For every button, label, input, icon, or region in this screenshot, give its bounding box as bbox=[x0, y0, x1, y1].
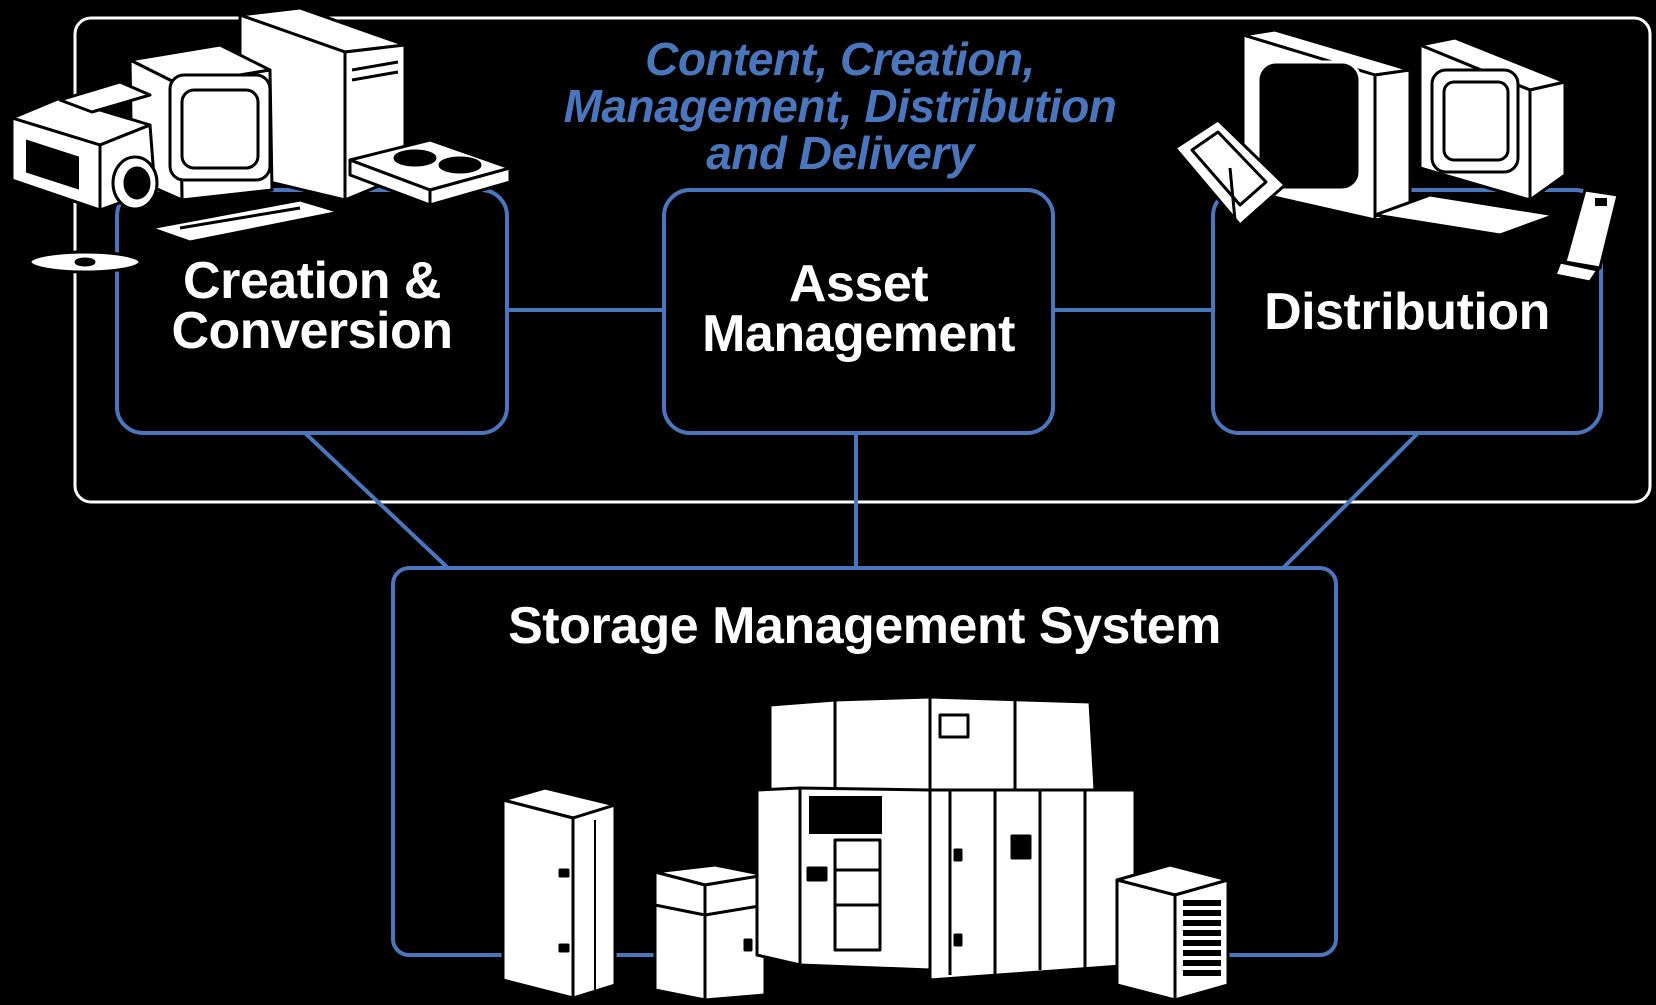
cabinet-server-icon bbox=[928, 788, 1137, 982]
storage-label-line-1: Storage Management System bbox=[508, 597, 1221, 655]
desktop-monitor-icon bbox=[1241, 28, 1412, 222]
pen-tablet-icon bbox=[1173, 118, 1287, 227]
asset-label-line-1: Asset bbox=[788, 255, 929, 313]
distribution-label-line-1: Distribution bbox=[1264, 283, 1550, 341]
drive-tray-icon bbox=[348, 138, 512, 207]
connector-creation-storage bbox=[303, 431, 450, 570]
tape-library-icon bbox=[755, 695, 1097, 972]
asset-box bbox=[662, 188, 1055, 435]
asset-label: Asset Management bbox=[664, 255, 1053, 363]
heading-line-2: Management, Distribution bbox=[563, 80, 1117, 132]
creation-label: Creation & Conversion bbox=[117, 252, 507, 360]
tower-server-icon bbox=[501, 786, 617, 1000]
storage-label: Storage Management System bbox=[393, 598, 1336, 654]
creation-label-line-1: Creation & bbox=[183, 252, 441, 310]
creation-label-line-2: Conversion bbox=[171, 302, 453, 360]
asset-label-line-2: Management bbox=[702, 305, 1015, 363]
small-server-icon bbox=[653, 863, 767, 1002]
distribution-label: Distribution bbox=[1213, 285, 1601, 339]
flat-monitor-icon bbox=[1373, 36, 1567, 237]
rack-storage-icon bbox=[1115, 863, 1230, 1002]
connector-distribution-storage bbox=[1281, 431, 1420, 570]
diagram-heading: Content, Creation, Management, Distribut… bbox=[530, 36, 1150, 177]
video-camera-icon bbox=[10, 80, 159, 212]
heading-line-3: and Delivery bbox=[706, 127, 974, 179]
connectors bbox=[303, 308, 1420, 570]
heading-line-1: Content, Creation, bbox=[645, 33, 1035, 85]
phone-icon bbox=[1553, 188, 1620, 284]
optical-disc-icon bbox=[28, 250, 142, 274]
